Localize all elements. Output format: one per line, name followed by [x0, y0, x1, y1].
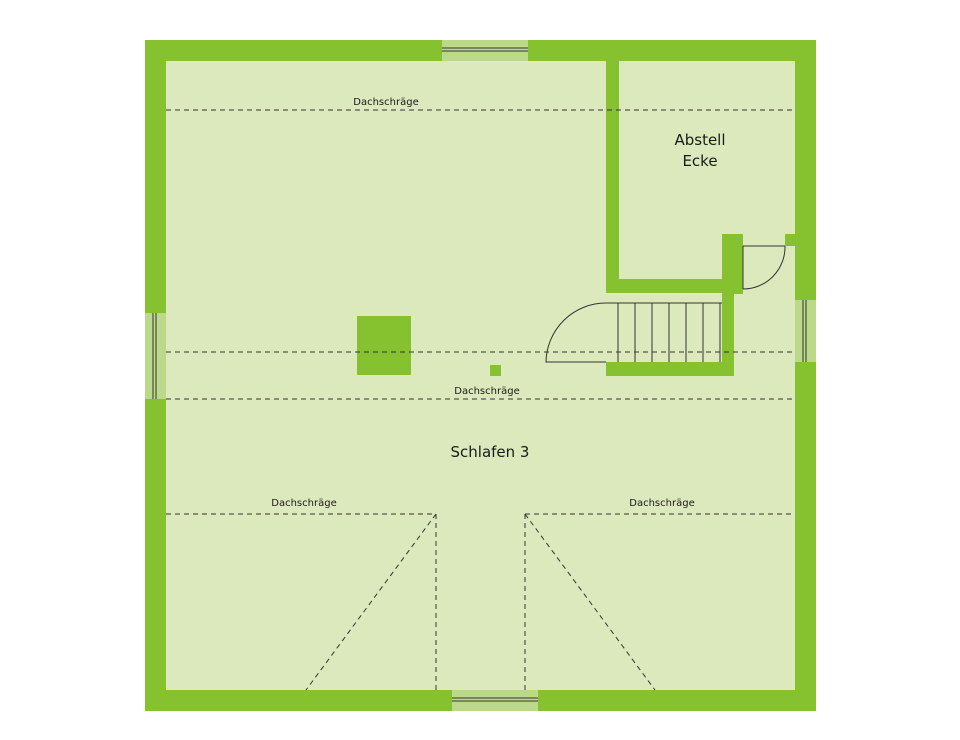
room-label-main: Schlafen 3	[451, 443, 530, 461]
slope-line-dormer-left-diagonal	[305, 513, 437, 691]
window-bottom	[452, 690, 538, 711]
slope-label-top: Dachschräge	[353, 97, 418, 108]
storage-door	[742, 245, 786, 290]
room-label-storage-line2: Ecke	[682, 152, 717, 170]
slope-label-bottom-right: Dachschräge	[629, 498, 694, 509]
interior-walls	[606, 61, 795, 376]
slope-line-dormer-right-diagonal	[524, 513, 656, 691]
slope-label-middle: Dachschräge	[454, 386, 519, 397]
staircase	[545, 302, 722, 363]
slope-label-bottom-left: Dachschräge	[271, 498, 336, 509]
window-right	[795, 300, 816, 362]
small-column	[490, 365, 501, 376]
window-left	[145, 313, 166, 399]
window-top	[442, 40, 528, 61]
room-label-storage-line1: Abstell	[674, 131, 725, 149]
chimney	[357, 316, 411, 375]
